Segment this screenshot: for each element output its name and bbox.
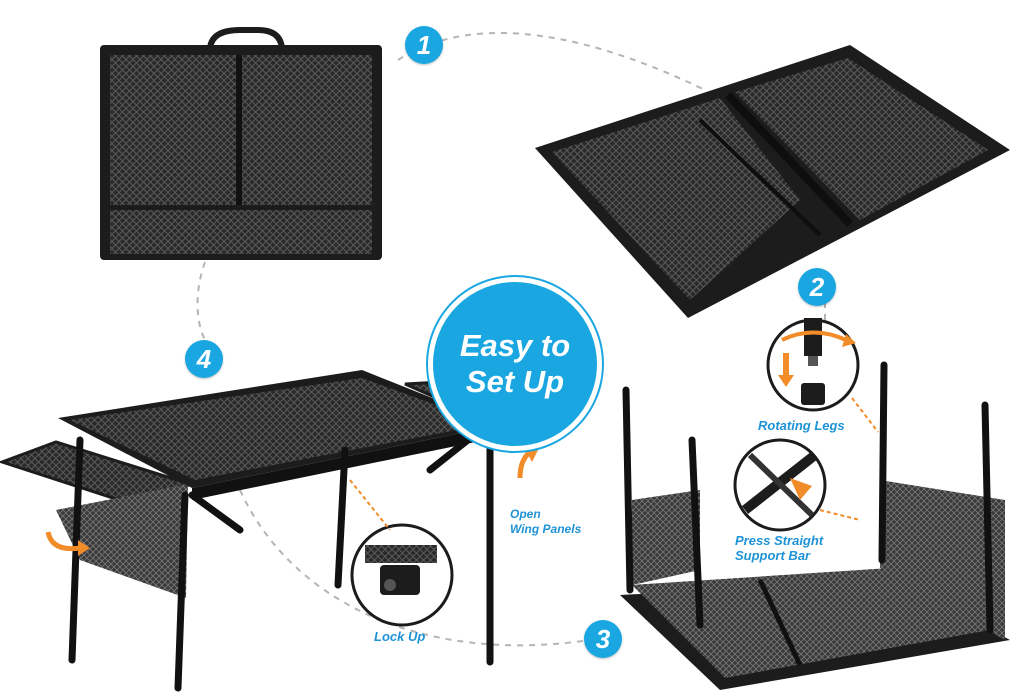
- folded-table: [100, 27, 382, 260]
- rotating-legs-text: Rotating Legs: [758, 418, 845, 433]
- rotating-legs-detail: [766, 318, 860, 412]
- press-support-label: Press Straight Support Bar: [735, 533, 823, 563]
- open-table-flat: [535, 45, 1010, 318]
- open-line-1: Open: [510, 507, 541, 521]
- step-4-badge: 4: [185, 340, 223, 378]
- step-1-badge: 1: [405, 26, 443, 64]
- callout-leaders: [349, 397, 879, 531]
- open-line-2: Wing Panels: [510, 522, 582, 536]
- press-line-2: Support Bar: [735, 548, 811, 563]
- support-bar-detail: [733, 438, 827, 532]
- hero-line-1: Easy to: [459, 328, 571, 363]
- step-3-badge: 3: [584, 620, 622, 658]
- press-line-1: Press Straight: [735, 533, 824, 548]
- easy-setup-badge: Easy to Set Up: [428, 277, 602, 451]
- open-wing-label: Open Wing Panels: [510, 507, 581, 537]
- lock-up-detail: [350, 523, 454, 627]
- rotating-legs-label: Rotating Legs: [758, 418, 845, 433]
- rotate-arrow-icon: [781, 330, 856, 347]
- hero-line-2: Set Up: [465, 364, 565, 399]
- upside-down-table: [620, 361, 1010, 690]
- lock-up-label: Lock Up: [374, 629, 425, 644]
- lock-up-text: Lock Up: [374, 629, 426, 644]
- step-2-badge: 2: [798, 268, 836, 306]
- down-arrow-icon: [778, 353, 794, 387]
